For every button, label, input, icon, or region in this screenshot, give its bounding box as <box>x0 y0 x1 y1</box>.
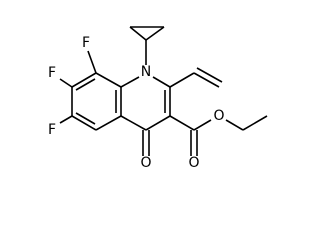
vinyl-group <box>169 67 223 88</box>
bond-c3-c4 <box>145 115 171 131</box>
bond-ester-o-ch2 <box>225 119 244 131</box>
bond-c6-c5 <box>71 115 97 131</box>
bond-c8-c7-inner <box>75 78 96 91</box>
atom-label-f8: F <box>82 35 90 51</box>
bond-c6-f6 <box>59 115 73 124</box>
bond-c8a-n1 <box>120 76 140 88</box>
bond-c8a-c8 <box>95 72 122 88</box>
cyclopropyl-group <box>129 26 165 65</box>
bond-c4-c4a <box>120 115 147 131</box>
bond-ch2-ch3 <box>242 115 268 131</box>
ethyl-ester-group <box>169 115 268 156</box>
bond-c5-c4a <box>95 115 122 131</box>
bond-cyclopropyl-2 <box>129 26 147 41</box>
bond-cyclopropyl-3 <box>145 26 165 41</box>
atom-label-carbonyl-oxygen: O <box>188 155 199 171</box>
bond-c7-f7 <box>59 78 73 88</box>
bond-vinyl-double-1 <box>193 72 220 88</box>
bond-n1-c2 <box>152 76 171 88</box>
atom-label-f6: F <box>48 122 56 138</box>
atom-label-ester-oxygen: O <box>213 108 224 124</box>
ketone-group <box>142 130 150 156</box>
bond-c8-f8 <box>87 50 97 74</box>
bond-vinyl-double-2 <box>196 67 223 83</box>
bond-c3-ester-c <box>169 115 195 131</box>
pyridone-ring <box>120 76 171 131</box>
benzo-ring <box>71 72 122 131</box>
molecule-structure-diagram: F F F N O O O <box>48 26 268 171</box>
bond-c8-c7 <box>71 72 97 88</box>
bond-c2-vinyl <box>169 72 195 88</box>
atom-label-f7: F <box>48 65 56 81</box>
fluorine-substituents <box>59 50 97 124</box>
atom-label-ketone-oxygen: O <box>140 155 151 171</box>
atom-labels: F F F N O O O <box>48 35 225 171</box>
atom-label-n1: N <box>141 64 151 80</box>
bond-c6-c5-inner <box>75 112 96 125</box>
bond-ester-c-o-single <box>193 119 212 131</box>
